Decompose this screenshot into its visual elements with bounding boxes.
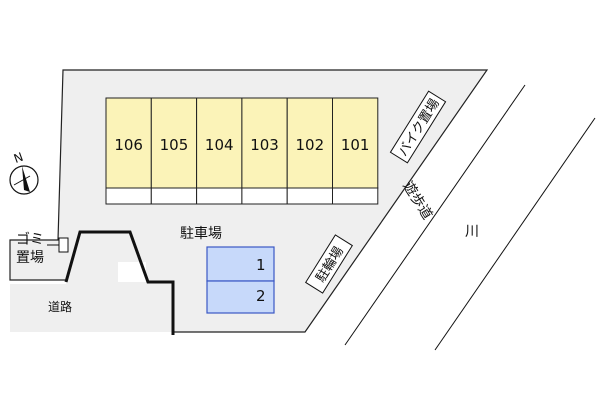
unit-104-label: 104 [205,136,234,154]
unit-101 [332,97,379,189]
unit-105-label: 105 [160,136,189,154]
garbage-box [58,237,69,253]
road-notch [118,262,146,282]
unit-101-label: 101 [341,136,370,154]
parking-space-1-number: 1 [256,256,266,274]
garbage-label-line2: 置場 [16,250,44,266]
parking-label: 駐車場 [180,225,222,242]
unit-103-balcony [241,187,288,205]
parking-space-2-number: 2 [256,287,266,305]
compass-icon: N [9,150,39,195]
unit-103-label: 103 [250,136,279,154]
site-boundary-line [64,230,175,335]
river-line [434,117,596,351]
garbage-label-line1: ゴミ [16,231,44,248]
compass-north-label: N [12,150,25,166]
river-label: 川 [465,224,479,240]
parking-lot: 駐車場 1 2 [180,225,275,314]
unit-106-balcony [105,187,152,205]
unit-102-balcony [286,187,334,205]
unit-105-balcony [150,187,198,205]
road-label: 道路 [48,299,72,314]
garbage-area: ゴミ 置場 [16,231,69,266]
road-area [10,232,173,332]
footpath: 遊歩道 [399,178,435,222]
unit-102 [286,97,334,189]
unit-102-label: 102 [296,136,325,154]
footpath-line [344,84,526,346]
apartment-building: 106 105 104 103 102 101 [105,97,379,205]
unit-104-balcony [196,187,243,205]
unit-101-balcony [332,187,379,205]
unit-106-label: 106 [114,136,143,154]
unit-103 [241,97,288,189]
footpath-label: 遊歩道 [399,178,435,222]
parking-space-2 [206,280,275,314]
